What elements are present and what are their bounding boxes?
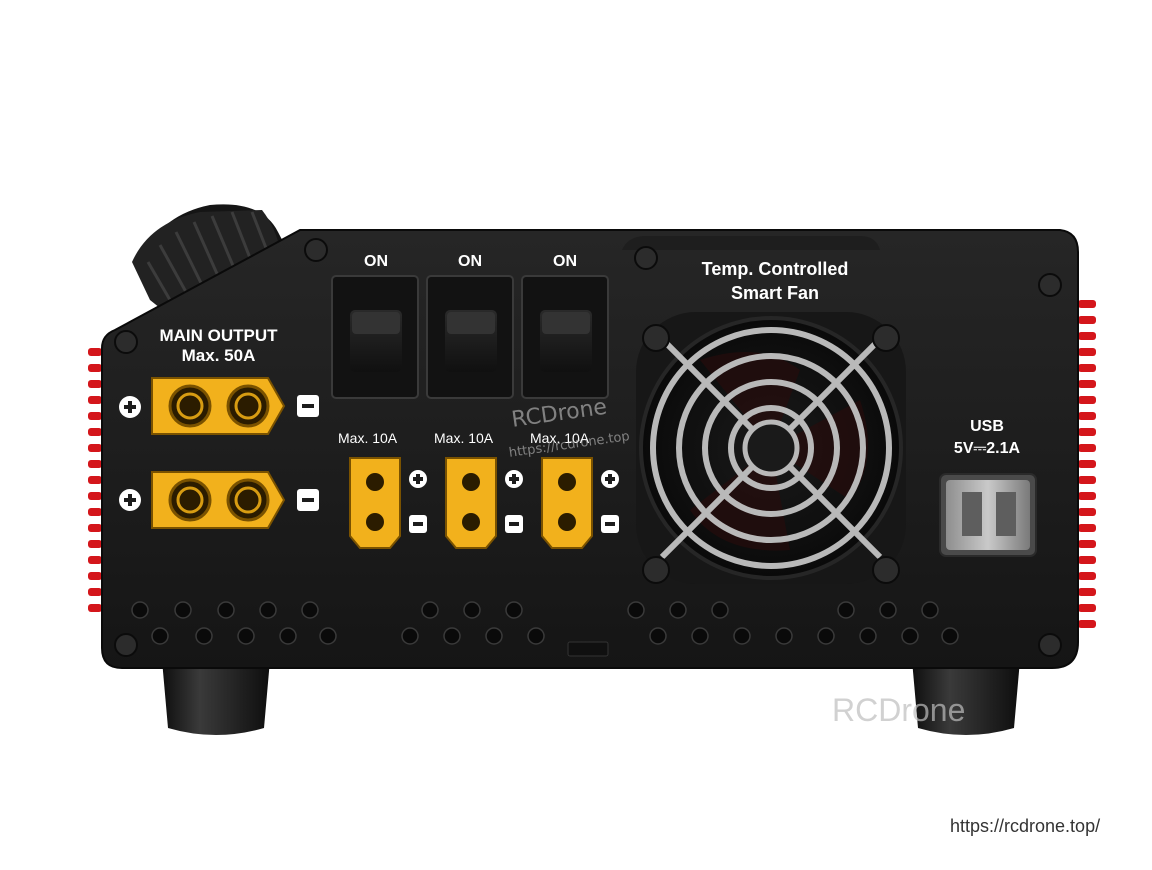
- left-heatsink-fins: [88, 348, 102, 612]
- aux-3-rating: Max. 10A: [530, 430, 590, 446]
- switch-3-label: ON: [553, 253, 577, 270]
- main-output-title: MAIN OUTPUT: [159, 326, 278, 345]
- switch-1-label: ON: [364, 253, 388, 270]
- right-heatsink-fins: [1078, 300, 1096, 628]
- aux-connector-2: [445, 457, 497, 549]
- aux-connector-3: [541, 457, 593, 549]
- aux-polarity-marks: [409, 470, 619, 533]
- aux-1-rating: Max. 10A: [338, 430, 398, 446]
- main-output-rating: Max. 50A: [181, 346, 256, 365]
- rocker-switch-2: [426, 275, 514, 399]
- fan-label-line1: Temp. Controlled: [701, 259, 849, 279]
- usb-title: USB: [970, 418, 1004, 435]
- aux-connector-1: [349, 457, 401, 549]
- rocker-switch-1: [331, 275, 419, 399]
- switch-2-label: ON: [458, 253, 482, 270]
- usb-rating: 5V⎓2.1A: [953, 440, 1021, 457]
- rubber-feet: [162, 660, 1020, 735]
- usb-port: [939, 473, 1037, 557]
- panel-screws: [114, 238, 1062, 657]
- ventilation-holes: [131, 601, 959, 645]
- bottom-slot: [567, 641, 609, 657]
- main-polarity-marks: [119, 395, 319, 511]
- footer-url: https://rcdrone.top/: [950, 816, 1101, 836]
- watermark-corner-brand: RCDrone: [832, 692, 966, 728]
- control-knob: [132, 204, 290, 320]
- aux-2-rating: Max. 10A: [434, 430, 494, 446]
- fan-label-line2: Smart Fan: [730, 283, 820, 303]
- cooling-fan: [636, 312, 906, 584]
- main-output-connector-1: [151, 377, 286, 435]
- rocker-switch-3: [521, 275, 609, 399]
- main-output-connector-2: [151, 471, 286, 529]
